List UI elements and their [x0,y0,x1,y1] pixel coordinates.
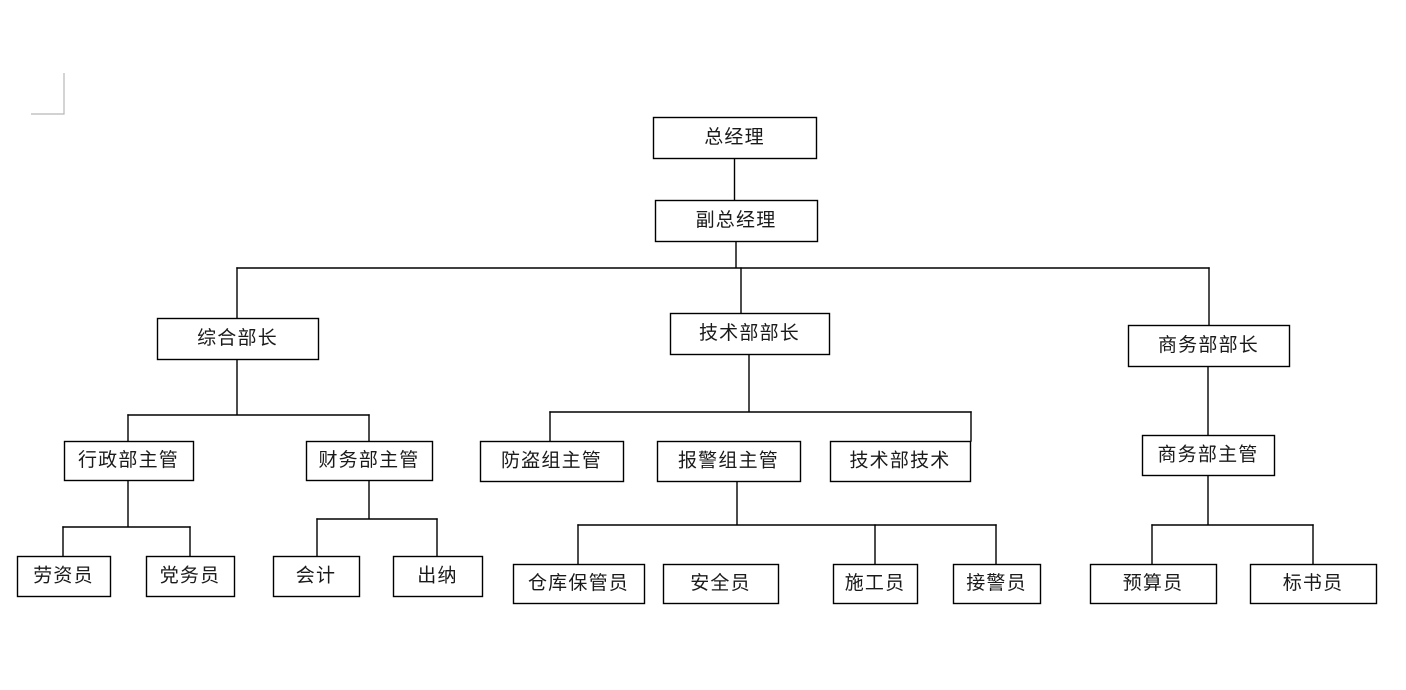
org-node[interactable]: 党务员 [145,555,236,598]
org-node-label: 商务部主管 [1157,443,1258,465]
org-node-label: 防盗组主管 [501,449,602,471]
org-node-label: 报警组主管 [678,449,779,471]
org-node[interactable]: 行政部主管 [63,440,195,482]
org-node[interactable]: 防盗组主管 [479,440,625,483]
org-node-box[interactable] [479,440,625,483]
org-node-box[interactable] [832,563,919,605]
org-node[interactable]: 标书员 [1249,563,1378,605]
margin-corner-icon [31,73,65,115]
org-node[interactable]: 施工员 [832,563,919,605]
org-node-box[interactable] [1249,563,1378,605]
connector-line [236,240,1210,269]
connector-line [577,480,997,526]
org-node-box[interactable] [512,563,646,605]
org-node-box[interactable] [656,440,802,483]
page-margin-corner-mark [31,73,65,115]
org-node-label: 接警员 [966,572,1027,594]
org-node[interactable]: 预算员 [1089,563,1218,605]
org-node-label: 党务员 [160,564,221,586]
org-node[interactable]: 技术部技术 [829,440,972,483]
connector-line [549,353,972,413]
connector-line [316,479,438,520]
org-node-label: 技术部部长 [699,322,800,344]
org-node[interactable]: 报警组主管 [656,440,802,483]
org-node[interactable]: 商务部部长 [1127,324,1291,368]
org-node-box[interactable] [145,555,236,598]
org-node-box[interactable] [16,555,112,598]
org-node-box[interactable] [1141,434,1276,477]
org-node[interactable]: 技术部部长 [669,312,831,356]
connector-line [127,358,370,416]
org-node-box[interactable] [652,116,818,160]
org-node-label: 预算员 [1123,572,1184,594]
org-node[interactable]: 仓库保管员 [512,563,646,605]
org-node-box[interactable] [662,563,780,605]
org-node-label: 施工员 [845,572,906,594]
org-node-label: 商务部部长 [1158,334,1259,356]
org-node-label: 标书员 [1283,572,1344,594]
org-node-box[interactable] [272,555,361,598]
org-node[interactable]: 出纳 [392,555,484,598]
org-node-label: 行政部主管 [78,449,179,471]
org-node[interactable]: 财务部主管 [305,440,434,482]
org-node[interactable]: 商务部主管 [1141,434,1276,477]
org-node-box[interactable] [156,317,320,361]
org-node[interactable]: 副总经理 [654,199,819,243]
connector-line [1151,474,1314,526]
org-node-box[interactable] [392,555,484,598]
org-node-label: 副总经理 [696,209,777,231]
org-node[interactable]: 接警员 [952,563,1042,605]
org-node[interactable]: 会计 [272,555,361,598]
connector-line [62,479,191,528]
org-node-label: 安全员 [690,572,751,594]
org-node[interactable]: 综合部长 [156,317,320,361]
org-node-box[interactable] [305,440,434,482]
connector-lines-group [62,157,1314,565]
org-node-box[interactable] [654,199,819,243]
org-node-box[interactable] [829,440,972,483]
org-node-box[interactable] [952,563,1042,605]
org-node-label: 财务部主管 [318,449,419,471]
org-node-label: 会计 [296,564,336,586]
org-node-box[interactable] [669,312,831,356]
org-node-label: 综合部长 [197,327,278,349]
org-node[interactable]: 安全员 [662,563,780,605]
org-node-box[interactable] [1089,563,1218,605]
org-node-box[interactable] [63,440,195,482]
org-node-label: 劳资员 [33,564,94,586]
org-node-label: 总经理 [704,126,765,148]
org-node-box[interactable] [1127,324,1291,368]
org-node[interactable]: 劳资员 [16,555,112,598]
org-node[interactable]: 总经理 [652,116,818,160]
org-node-label: 技术部技术 [849,449,950,471]
org-node-label: 出纳 [417,564,457,586]
org-node-label: 仓库保管员 [528,572,629,594]
